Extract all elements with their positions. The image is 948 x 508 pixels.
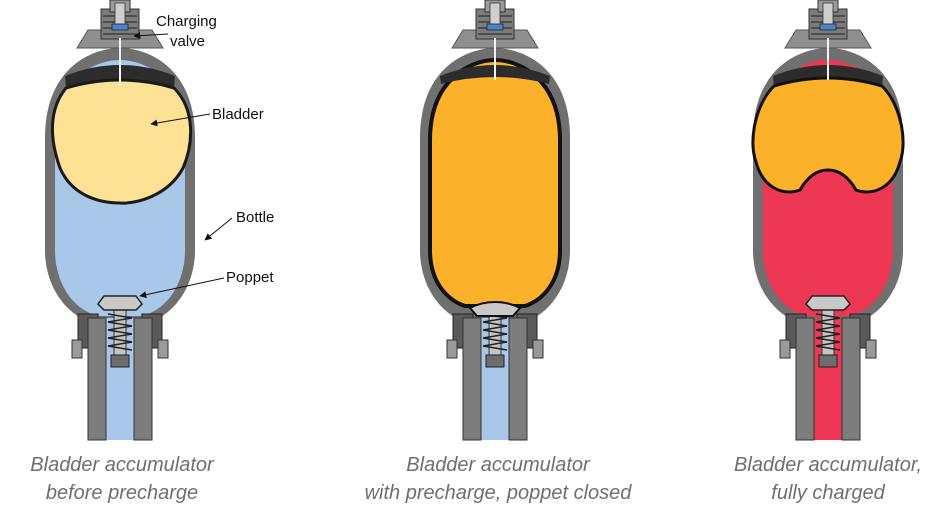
accumulator-fully-charged (751, 0, 905, 441)
caption-3-line2: fully charged (771, 482, 885, 504)
poppet-arrow (139, 277, 225, 299)
caption-precharged: Bladder accumulator with precharge, popp… (340, 451, 656, 507)
charging-valve-label-line2: valve (170, 33, 205, 50)
accumulator-precharged (419, 0, 571, 441)
caption-2-line2: with precharge, poppet closed (364, 482, 632, 504)
bottle-label: Bottle (236, 209, 274, 226)
caption-1-line2: before precharge (45, 482, 199, 504)
bladder-arrow (150, 113, 211, 127)
caption-2-line1: Bladder accumulator (406, 454, 590, 476)
charging-valve-arrow (133, 32, 169, 40)
caption-1-line1: Bladder accumulator (30, 454, 214, 476)
accumulator-before-precharge (44, 0, 196, 441)
charging-valve-label-line1: Charging (156, 13, 217, 30)
caption-fully-charged: Bladder accumulator, fully charged (718, 451, 938, 507)
bottle-arrow (204, 217, 233, 241)
caption-before-precharge: Bladder accumulator before precharge (6, 451, 238, 507)
poppet-label: Poppet (226, 269, 274, 286)
bladder-label: Bladder (212, 106, 264, 123)
caption-3-line1: Bladder accumulator, (734, 454, 922, 476)
